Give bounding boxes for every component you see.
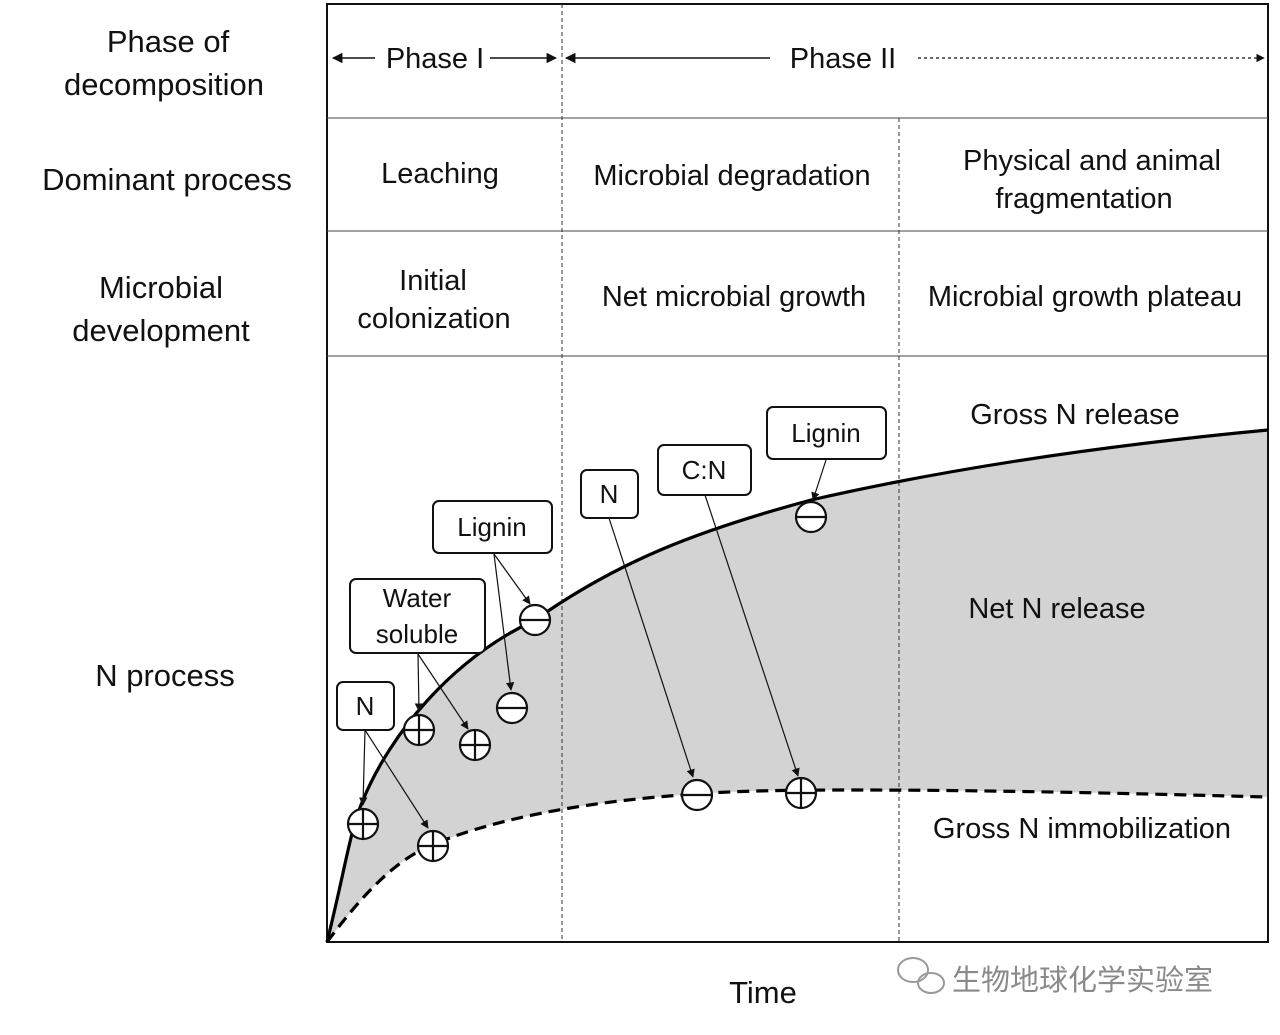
factor-box-lignin-left bbox=[432, 500, 553, 554]
net-release-area bbox=[327, 430, 1268, 942]
factor-box-cn bbox=[657, 444, 752, 496]
dominant-leaching: Leaching bbox=[381, 158, 499, 190]
factor-n-mid: N bbox=[600, 479, 619, 509]
plus-icon bbox=[458, 728, 492, 762]
label-gross-release: Gross N release bbox=[970, 399, 1180, 431]
factor-box-water-soluble bbox=[349, 578, 486, 654]
factor-box-n-left bbox=[336, 681, 395, 731]
plus-icon bbox=[416, 829, 450, 863]
minus-icon bbox=[794, 500, 828, 534]
microbial-initial-line1: Initial bbox=[399, 265, 467, 297]
watermark: 生物地球化学实验室 bbox=[897, 957, 1213, 997]
dominant-fragmentation-line2: fragmentation bbox=[995, 183, 1172, 215]
row-label-phase-line2: decomposition bbox=[64, 67, 264, 102]
x-axis-label: Time bbox=[729, 975, 797, 1010]
factor-box-lignin-right bbox=[766, 406, 887, 460]
phase2-label: Phase II bbox=[790, 43, 896, 75]
factor-lignin-right: Lignin bbox=[791, 418, 860, 448]
phase1-label: Phase I bbox=[386, 43, 484, 75]
minus-icon bbox=[680, 778, 714, 812]
factor-lignin-left: Lignin bbox=[457, 512, 526, 542]
chat-bubble-icon bbox=[897, 957, 945, 994]
factor-arrows bbox=[359, 459, 827, 829]
minus-icon bbox=[518, 603, 552, 637]
diagram-frame bbox=[326, 3, 1269, 943]
gross-release-curve bbox=[325, 428, 1269, 943]
label-gross-immobilization: Gross N immobilization bbox=[933, 813, 1231, 845]
row-label-dominant: Dominant process bbox=[42, 162, 292, 197]
plus-icon bbox=[402, 713, 436, 747]
microbial-initial-line2: colonization bbox=[357, 303, 510, 335]
microbial-plateau: Microbial growth plateau bbox=[928, 281, 1242, 313]
watermark-text: 生物地球化学实验室 bbox=[952, 964, 1213, 997]
minus-icon bbox=[495, 691, 529, 725]
row-label-microbial-line2: development bbox=[72, 313, 250, 348]
dominant-fragmentation-line1: Physical and animal bbox=[963, 145, 1221, 177]
plus-icon bbox=[346, 807, 380, 841]
label-net-release: Net N release bbox=[968, 593, 1145, 625]
microbial-net-growth: Net microbial growth bbox=[602, 281, 866, 313]
row-label-n-process: N process bbox=[95, 658, 235, 693]
factor-box-n-mid bbox=[580, 469, 639, 519]
factor-n-left: N bbox=[356, 691, 375, 721]
dominant-microbial-degradation: Microbial degradation bbox=[593, 160, 870, 192]
factor-water-soluble-line2: soluble bbox=[376, 619, 458, 649]
plus-icon bbox=[784, 776, 818, 810]
factor-cn: C:N bbox=[682, 455, 727, 485]
row-label-phase-line1: Phase of bbox=[107, 24, 230, 59]
row-label-microbial-line1: Microbial bbox=[99, 270, 223, 305]
factor-water-soluble-line1: Water bbox=[383, 583, 452, 613]
